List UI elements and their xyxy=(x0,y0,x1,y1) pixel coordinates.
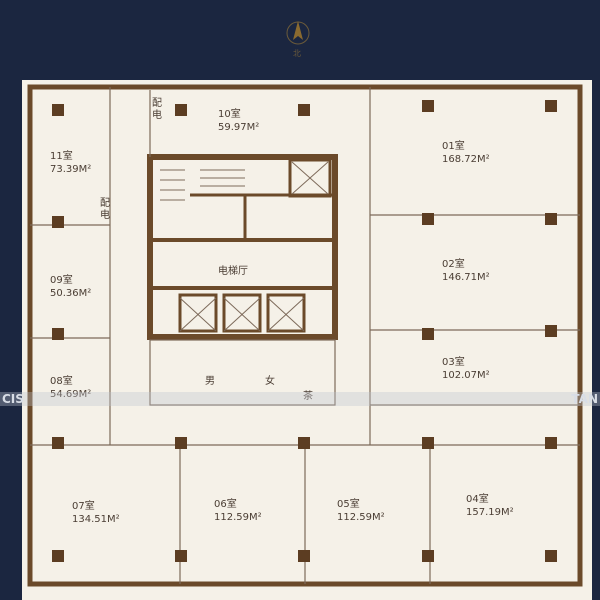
power-room-label: 配电 xyxy=(152,98,162,121)
north-compass-icon: 北 xyxy=(283,18,313,58)
watermark-text: CIS xyxy=(2,392,24,406)
tea-room-label: 茶 xyxy=(303,391,313,402)
watermark-band: CIS TAN xyxy=(0,392,600,406)
elevator-hall-label: 电梯厅 xyxy=(218,266,248,277)
womens-room-label: 女 xyxy=(265,376,275,387)
power-room-label: 配电 xyxy=(100,198,110,221)
watermark-text: TAN xyxy=(571,392,598,406)
mens-room-label: 男 xyxy=(205,376,215,387)
